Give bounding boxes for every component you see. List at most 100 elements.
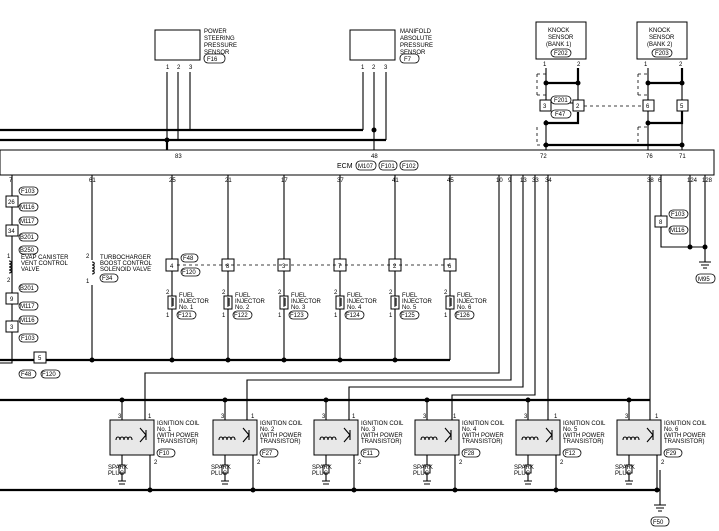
evap-chain-7: B250 [20, 248, 35, 254]
ks2-pin-2: 2 [679, 62, 683, 68]
coil-pin-3: 3 [118, 414, 122, 420]
coil-label: No. 1 [157, 427, 172, 433]
ecm-bottom-pin-33: 33 [532, 178, 539, 184]
evap-chain-1: F103 [21, 189, 35, 195]
injector-label: No. 4 [347, 305, 362, 311]
coil-pin-1: 1 [148, 414, 152, 420]
coil-connector[interactable]: F11 [363, 451, 374, 457]
injector-connector[interactable]: F121 [178, 313, 192, 319]
spark-plug-label: PLUG [413, 471, 430, 477]
spark-plug-label: PLUG [312, 471, 329, 477]
injector-connector[interactable]: F123 [290, 313, 304, 319]
map-connector: F7 [404, 57, 412, 63]
evap-chain-4: M117 [20, 219, 35, 225]
coil-connector[interactable]: F10 [159, 451, 170, 457]
spark-plug-label: PLUG [514, 471, 531, 477]
coil-label: No. 2 [260, 427, 275, 433]
evap-chain-11: M116 [20, 318, 35, 324]
ks-joint-pin-5: 5 [680, 104, 684, 110]
ks1-pin-1: 1 [543, 62, 547, 68]
turbo-boost-solenoid: 2 1 TURBOCHARGER BOOST CONTROL SOLENOID … [86, 175, 153, 360]
injector-label: FUEL [179, 293, 195, 299]
inj-joint-pin: 8 [226, 264, 230, 270]
inj-pin-1: 1 [334, 313, 338, 319]
coil-label: No. 5 [563, 427, 578, 433]
ks2-connector: F203 [655, 51, 669, 57]
injector-label: INJECTOR [291, 299, 322, 305]
right-joint-pin: 8 [659, 220, 663, 226]
ecm-pin-72: 72 [540, 154, 547, 160]
injector-label: No. 5 [402, 305, 417, 311]
turbo-pin-2: 2 [86, 254, 90, 260]
spark-plug-label: SPARK [514, 465, 534, 471]
ecm-bottom-pin-45: 45 [447, 178, 454, 184]
evap-chain-5: 34 [8, 229, 15, 235]
knock-sensor-bank1: KNOCK SENSOR (BANK 1) F202 1 2 [535, 21, 587, 68]
coil-winding-icon [521, 436, 539, 441]
coil-connector[interactable]: F29 [666, 451, 677, 457]
coil-connector[interactable]: F27 [262, 451, 273, 457]
ks1-label-1: KNOCK [548, 28, 569, 34]
injector-label: No. 2 [235, 305, 250, 311]
coil-label: TRANSISTOR) [260, 439, 301, 445]
injector-label: No. 1 [179, 305, 194, 311]
bottom-joint-conn-1: F48 [21, 372, 32, 378]
ecm-bottom-pin-41: 41 [392, 178, 399, 184]
coil-pin-1: 1 [251, 414, 255, 420]
coil-pin-3: 3 [221, 414, 225, 420]
coil-pin-2: 2 [661, 460, 665, 466]
coil-label: IGNITION COIL [260, 421, 303, 427]
evap-label-2: VENT CONTROL [21, 261, 69, 267]
ecm-ground-right: 8 F103 M116 M95 [654, 175, 716, 284]
coil-connector[interactable]: F12 [565, 451, 576, 457]
spark-plug-label: SPARK [211, 465, 231, 471]
spark-plug-label: PLUG [615, 471, 632, 477]
spark-plug-label: SPARK [413, 465, 433, 471]
ground-f50[interactable]: F50 [653, 520, 664, 526]
map-pin-1: 1 [361, 65, 365, 71]
coil-signal-wires [144, 175, 651, 420]
inj-joint-pin: 3 [282, 264, 286, 270]
evap-chain-9: 9 [10, 297, 14, 303]
inj-pin-1: 1 [389, 313, 393, 319]
injector-connector[interactable]: F125 [401, 313, 415, 319]
ecm-bottom-pin-61: 61 [89, 178, 96, 184]
inj-joint-pin: 4 [170, 264, 174, 270]
coil-label: TRANSISTOR) [462, 439, 503, 445]
injector-label: INJECTOR [347, 299, 378, 305]
injector-connector[interactable]: F126 [456, 313, 470, 319]
inj-pin-2: 2 [389, 290, 393, 296]
ground-m95[interactable]: M95 [698, 277, 710, 283]
coil-pin-2: 2 [154, 460, 158, 466]
ecm-bottom-pin-37: 37 [337, 178, 344, 184]
ecm-bottom-pin-10: 10 [496, 178, 503, 184]
injector-label: FUEL [402, 293, 418, 299]
inj-joint-pin: 7 [338, 264, 342, 270]
coil-pin-3: 3 [625, 414, 629, 420]
ks2-label-2: SENSOR [649, 35, 675, 41]
injector-connector[interactable]: F122 [234, 313, 248, 319]
knock-sensor-bank2: KNOCK SENSOR (BANK 2) F203 1 2 [636, 21, 688, 68]
injector-label: No. 3 [291, 305, 306, 311]
coil-label: (WITH POWER [361, 433, 403, 439]
coil-winding-icon [420, 436, 438, 441]
evap-canister-chain: F103 26 M116 M117 34 B201 B250 1 2 EVAP … [0, 175, 69, 364]
coil-label: TRANSISTOR) [563, 439, 604, 445]
right-joint-conn-1: F103 [671, 212, 685, 218]
coil-connector[interactable]: F28 [464, 451, 475, 457]
inj-joint-pin: 6 [448, 264, 452, 270]
ecm-bottom-pin-128: 128 [702, 178, 713, 184]
ecm-conn-f101: F101 [381, 164, 395, 170]
coil-pin-3: 3 [423, 414, 427, 420]
injector-label: FUEL [347, 293, 363, 299]
coil-label: IGNITION COIL [563, 421, 606, 427]
map-label-3: PRESSURE [400, 43, 433, 49]
injector-connector[interactable]: F124 [346, 313, 360, 319]
injector-bus-dots [89, 357, 398, 363]
inj-joint-conn-2: F120 [182, 270, 196, 276]
